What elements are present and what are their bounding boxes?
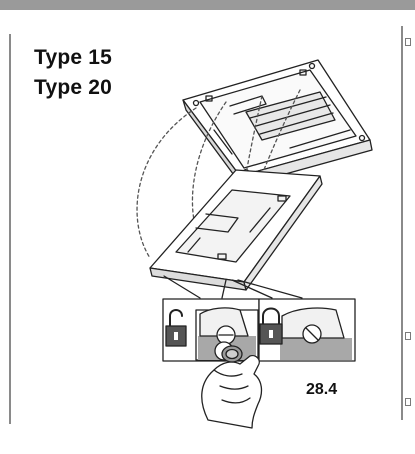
device-housing — [182, 59, 373, 187]
left-margin-rule — [9, 34, 11, 424]
edge-marker-middle — [405, 332, 411, 340]
unlocked-padlock-icon — [165, 309, 187, 347]
heading-type-15: Type 15 — [34, 46, 113, 69]
heading-type-20: Type 20 — [34, 76, 113, 99]
hand-with-coin — [201, 345, 263, 429]
callout-lines — [163, 275, 303, 299]
cover-panel — [149, 169, 323, 291]
edge-marker-bottom — [405, 398, 411, 406]
figure-number: 28.4 — [306, 381, 338, 398]
locked-padlock-icon — [259, 307, 283, 345]
right-margin-rule — [401, 26, 403, 420]
edge-marker-top — [405, 38, 411, 46]
top-frame-bar — [0, 0, 415, 10]
